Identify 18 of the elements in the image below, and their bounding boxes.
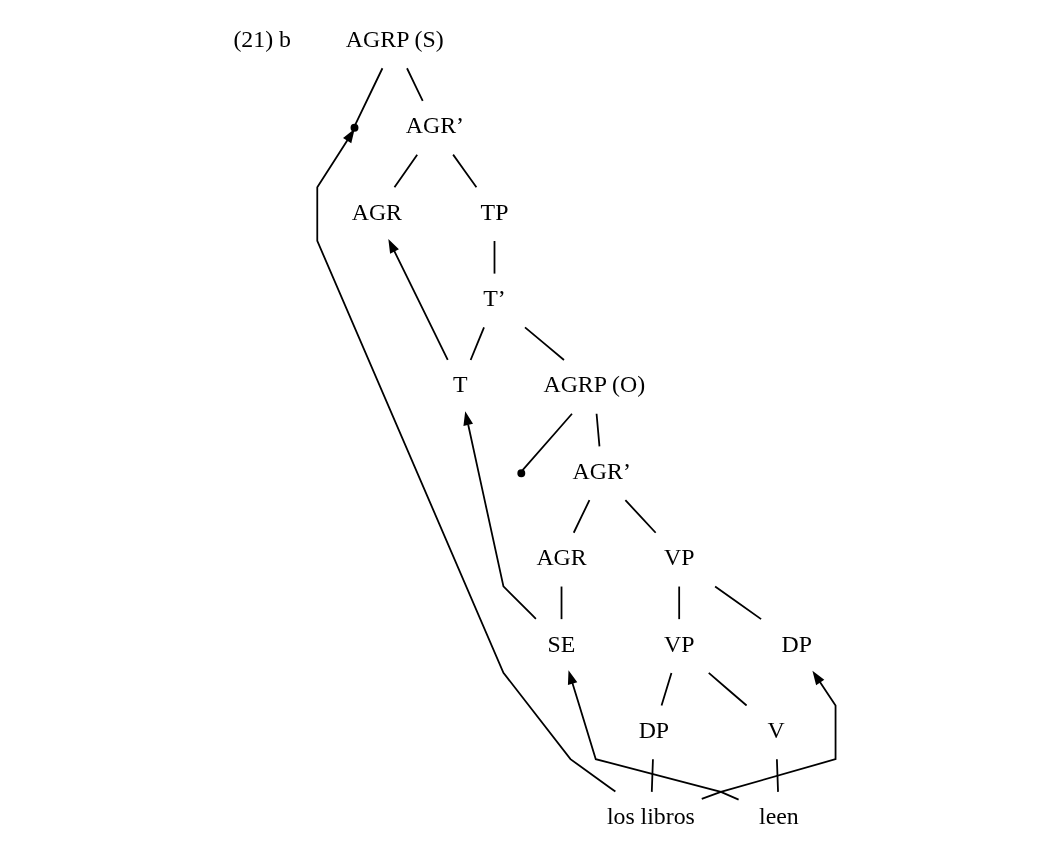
node-text: AGR’ xyxy=(572,457,631,484)
node-text: los libros xyxy=(606,803,695,830)
node-text: AGR’ xyxy=(405,112,464,139)
node-text: VP xyxy=(663,544,694,571)
label: (21) b xyxy=(232,25,291,52)
node-text: leen xyxy=(758,803,799,830)
node-text: T xyxy=(452,371,468,398)
node-text: SE xyxy=(547,630,575,657)
node-text: AGRP (S) xyxy=(345,25,444,52)
node-text: DP xyxy=(781,630,812,657)
node-text: AGR xyxy=(351,198,402,225)
node-text: AGR xyxy=(535,544,587,571)
node-text: V xyxy=(766,716,785,743)
node-text: TP xyxy=(480,198,508,225)
node-text: VP xyxy=(663,630,694,657)
node-text: T’ xyxy=(482,285,506,312)
node-text: AGRP (O) xyxy=(542,371,645,398)
node-text: DP xyxy=(638,716,669,743)
